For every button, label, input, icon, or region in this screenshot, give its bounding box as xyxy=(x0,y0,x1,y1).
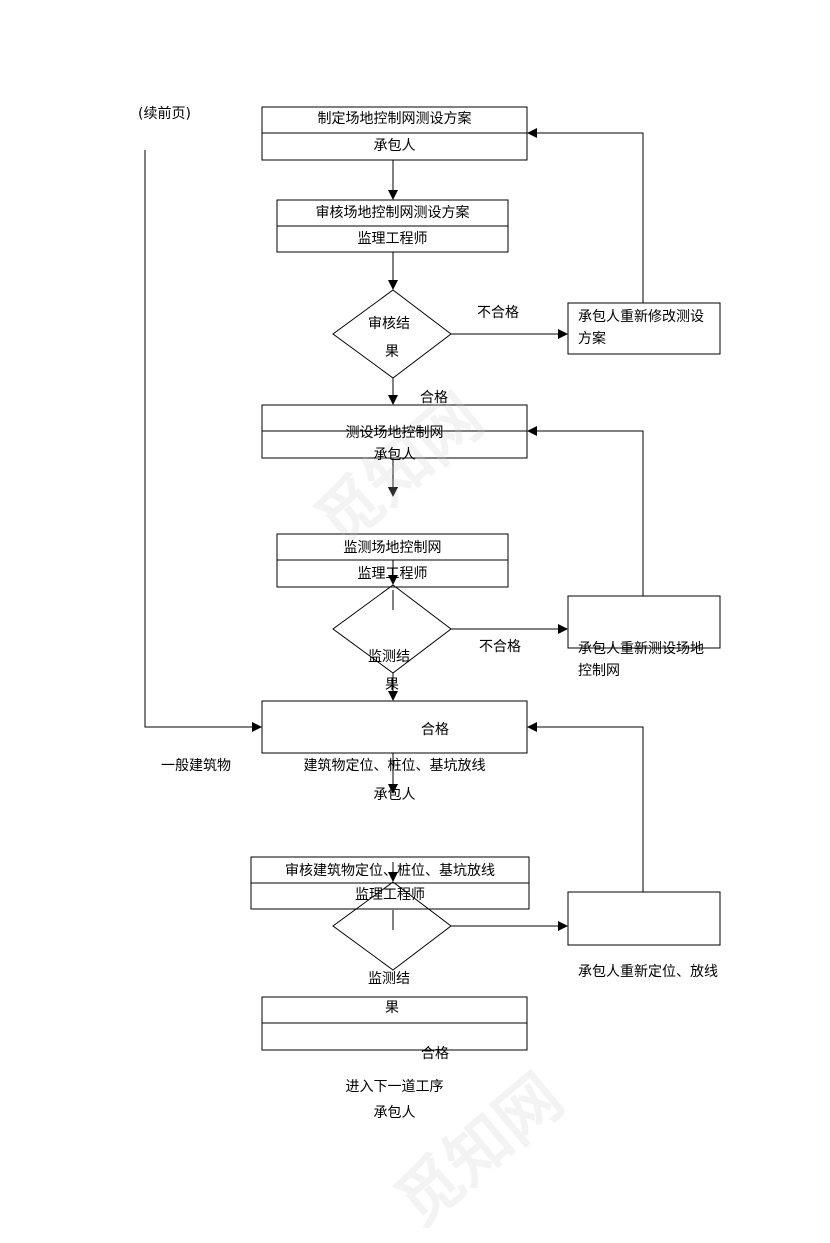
step-survey-role: 承包人 xyxy=(373,447,416,463)
step-plan-role: 承包人 xyxy=(373,138,416,154)
relayout-text: 承包人重新定位、放线 xyxy=(578,964,718,980)
step-monitor-role: 监理工程师 xyxy=(357,566,428,582)
decision-layout-diamond xyxy=(332,881,452,971)
review-fail-label: 不合格 xyxy=(477,305,519,321)
general-building-label: 一般建筑物 xyxy=(161,758,231,774)
step-layout-review-role: 监理工程师 xyxy=(355,887,425,903)
decision-review-label-1: 审核结 xyxy=(368,316,410,332)
step-layout-review-title: 审核建筑物定位、桩位、基坑放线 xyxy=(285,863,495,879)
review-pass-label: 合格 xyxy=(420,390,448,406)
resurvey-text: 承包人重新测设场地控制网 xyxy=(578,641,704,679)
decision-layout-label-1: 监测结 xyxy=(368,971,410,987)
step-plan-title: 制定场地控制网测设方案 xyxy=(317,111,472,127)
layout-pass-label: 合格 xyxy=(421,1046,449,1062)
relayout-box xyxy=(567,891,721,946)
revise-plan-box xyxy=(567,302,721,355)
step-layout-title: 建筑物定位、桩位、基坑放线 xyxy=(303,758,486,774)
step-layout-role: 承包人 xyxy=(373,787,416,803)
step-survey-title: 测设场地控制网 xyxy=(345,425,444,441)
monitor-pass-label: 合格 xyxy=(421,722,449,738)
continued-note: (续前页) xyxy=(138,106,191,122)
decision-monitor-label-1: 监测结 xyxy=(368,649,410,665)
decision-review-label-2: 果 xyxy=(385,344,399,360)
revise-plan-text: 承包人重新修改测设方案 xyxy=(578,309,704,347)
step-next-role: 承包人 xyxy=(373,1105,416,1121)
step-layout-box xyxy=(261,700,528,754)
step-review-role: 监理工程师 xyxy=(357,231,428,247)
step-next-title: 进入下一道工序 xyxy=(345,1079,444,1095)
step-monitor-title: 监测场地控制网 xyxy=(343,540,442,556)
decision-review-diamond xyxy=(332,289,452,379)
decision-layout-label-2: 果 xyxy=(385,1000,399,1016)
flowchart-canvas xyxy=(144,106,721,1051)
resurvey-box xyxy=(567,595,721,649)
step-review-title: 审核场地控制网测设方案 xyxy=(315,205,470,221)
monitor-fail-label: 不合格 xyxy=(479,639,521,655)
decision-monitor-label-2: 果 xyxy=(385,677,399,693)
